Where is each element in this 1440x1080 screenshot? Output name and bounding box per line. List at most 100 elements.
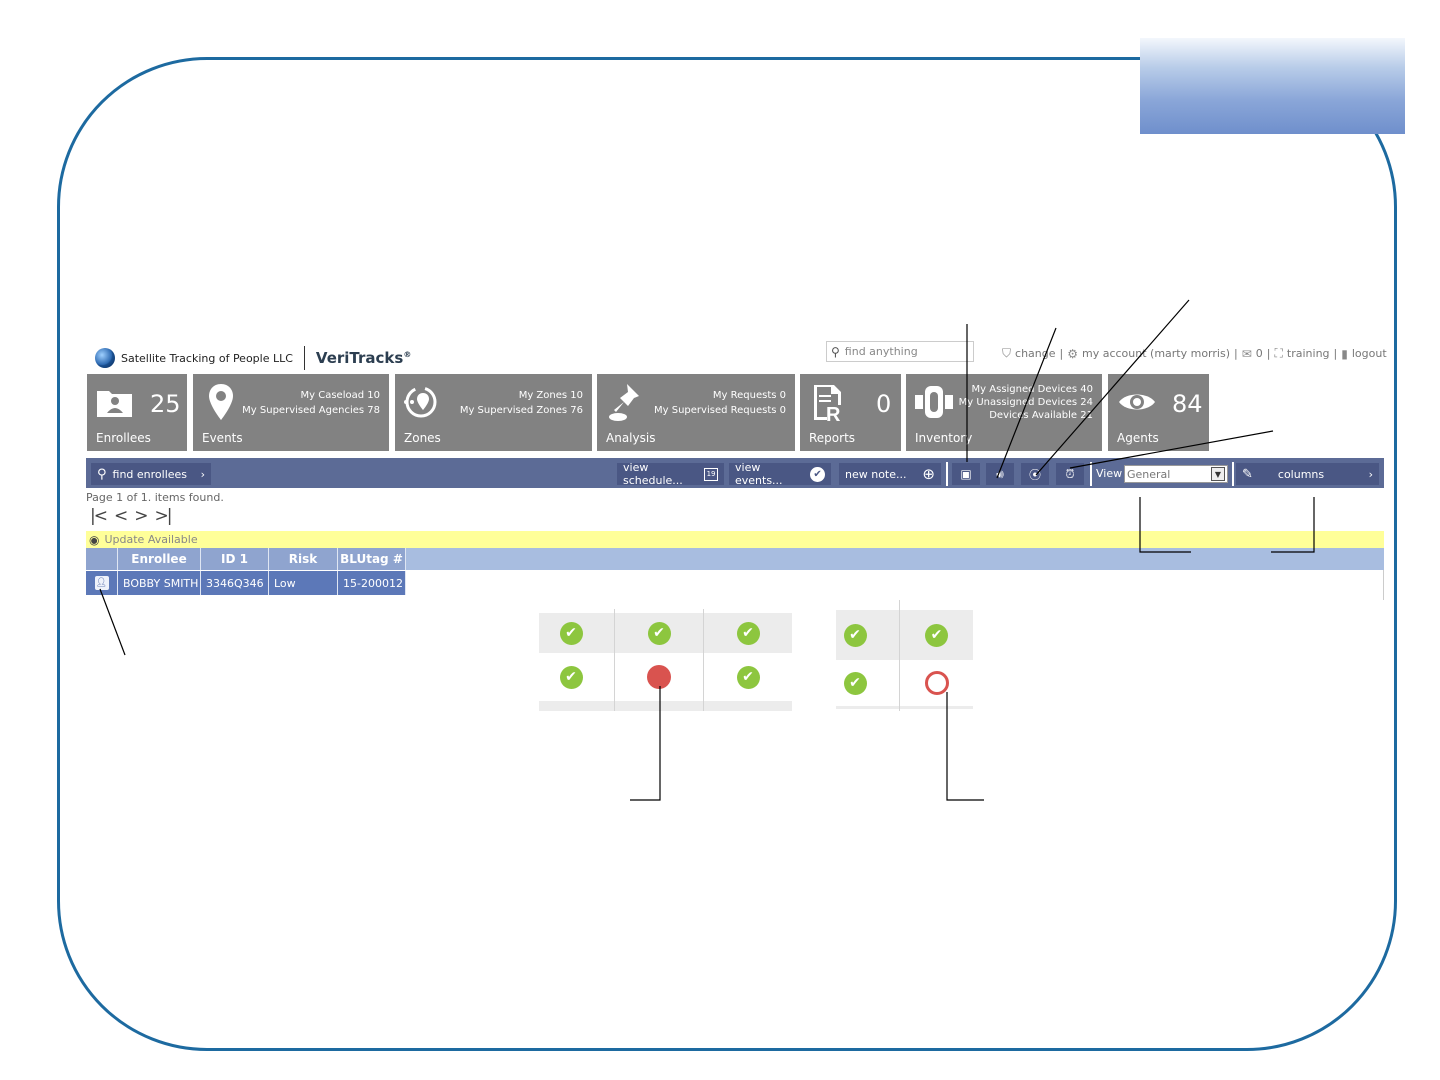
status-cell: ✔ <box>704 653 792 701</box>
cell-risk[interactable]: Low <box>269 571 338 595</box>
analysis-supervised-requests: My Supervised Requests 0 <box>654 405 786 416</box>
events-caseload: My Caseload 10 <box>300 390 380 401</box>
gear-icon: ⚙ <box>1067 346 1078 361</box>
locate-device-icon: ⦿ <box>1028 467 1041 482</box>
status-cell: ✔ <box>836 660 874 706</box>
new-note-button[interactable]: new note... ⊕ <box>839 463 941 485</box>
eye-icon <box>1119 394 1155 410</box>
enrollee-profile-icon: 👤︎ <box>94 576 109 590</box>
device-vibrate-button[interactable]: ▣ <box>952 463 980 485</box>
calendar-icon: 19 <box>704 467 718 481</box>
search-icon: ⚲ <box>831 344 840 359</box>
toolbar-separator <box>946 462 948 486</box>
device-sound-button[interactable]: 🔊︎ <box>986 463 1014 485</box>
prev-page-icon[interactable]: < <box>113 506 128 526</box>
speaker-icon: 🔊︎ <box>996 466 1004 481</box>
events-supervised-agencies: My Supervised Agencies 78 <box>242 405 380 416</box>
company-logo[interactable]: Satellite Tracking of People LLC VeriTra… <box>95 345 411 371</box>
reports-label: Reports <box>809 431 856 445</box>
find-anything-input[interactable]: ⚲ find anything <box>826 341 974 362</box>
status-cell <box>900 660 973 706</box>
refresh-icon: ◉ <box>89 532 100 547</box>
tile-analysis[interactable]: My Requests 0 My Supervised Requests 0 A… <box>597 374 795 451</box>
company-name: Satellite Tracking of People LLC <box>121 351 293 365</box>
report-icon: R <box>814 385 841 423</box>
checkmark-circle-icon: ✔ <box>810 466 825 482</box>
my-account-link[interactable]: my account (marty morris) <box>1081 347 1230 360</box>
cell-blutag[interactable]: 15-200012 <box>338 571 406 595</box>
map-pin-icon <box>209 384 233 420</box>
status-grid-left: ✔ ✔ ✔ ✔ ✔ <box>539 609 792 711</box>
columns-label: columns <box>1277 467 1325 481</box>
logo-divider <box>303 346 305 370</box>
find-anything-placeholder: find anything <box>844 345 918 358</box>
view-schedule-button[interactable]: view schedule... 19 <box>617 461 724 487</box>
inventory-unassigned: My Unassigned Devices 24 <box>958 397 1093 408</box>
ok-check-icon: ✔ <box>736 665 760 689</box>
agents-label: Agents <box>1117 431 1159 445</box>
page-info: Page 1 of 1. items found. <box>86 491 224 504</box>
tile-enrollees[interactable]: 25 Enrollees <box>87 374 187 451</box>
ok-check-icon: ✔ <box>843 623 867 647</box>
cell-id1[interactable]: 3346Q346 <box>201 571 269 595</box>
status-cell: ✔ <box>615 613 703 653</box>
change-link[interactable]: change <box>1015 347 1056 360</box>
status-cell: ✔ <box>704 613 792 653</box>
new-note-label: new note... <box>845 467 907 481</box>
agents-count: 84 <box>1172 390 1203 418</box>
tile-zones[interactable]: My Zones 10 My Supervised Zones 76 Zones <box>395 374 592 451</box>
alert-dot-icon <box>647 665 671 689</box>
cell-enrollee[interactable]: BOBBY SMITH <box>118 571 201 595</box>
zones-my-zones: My Zones 10 <box>518 390 583 401</box>
toolbar-separator <box>1232 462 1234 486</box>
next-page-icon[interactable]: > <box>134 506 148 526</box>
corner-decoration <box>1140 38 1405 134</box>
events-label: Events <box>202 431 243 445</box>
ok-check-icon: ✔ <box>559 621 583 645</box>
first-page-icon[interactable]: |< <box>90 506 108 526</box>
zones-label: Zones <box>404 431 441 445</box>
training-link[interactable]: training <box>1286 347 1330 360</box>
columns-button[interactable]: ✎ columns › <box>1236 463 1379 485</box>
last-page-icon[interactable]: >| <box>154 506 172 526</box>
grid-body <box>86 570 1384 600</box>
mail-icon[interactable]: ✉ <box>1241 346 1252 361</box>
chevron-right-icon: › <box>200 467 205 481</box>
find-enrollees-button[interactable]: ⚲ find enrollees › <box>91 463 211 485</box>
update-available-bar[interactable]: ◉ Update Available <box>86 531 1384 548</box>
tile-events[interactable]: My Caseload 10 My Supervised Agencies 78… <box>193 374 389 451</box>
view-schedule-label: view schedule... <box>623 461 683 487</box>
alert-ring-icon <box>924 671 949 695</box>
view-events-label: view events... <box>735 461 783 487</box>
table-row-icon[interactable]: 👤︎ <box>86 571 118 595</box>
update-available-text: Update Available <box>104 533 198 546</box>
training-icon: ⛶ <box>1274 346 1283 360</box>
zones-icon <box>404 386 437 418</box>
column-header-enrollee[interactable]: Enrollee <box>118 548 201 570</box>
find-enrollees-label: find enrollees <box>112 467 188 481</box>
ok-check-icon: ✔ <box>647 621 671 645</box>
messages-count[interactable]: 0 <box>1255 347 1263 360</box>
zones-supervised: My Supervised Zones 76 <box>459 405 583 416</box>
device-alarm-button[interactable]: ⏰︎ <box>1056 463 1084 485</box>
alarm-clock-icon: ⏰︎ <box>1065 466 1075 481</box>
status-cell: ✔ <box>836 610 874 660</box>
status-cell: ✔ <box>539 613 603 653</box>
product-name: VeriTracks® <box>315 349 412 367</box>
column-header-blutag[interactable]: BLUtag # <box>338 548 406 570</box>
status-cell: ✔ <box>539 653 603 701</box>
analysis-label: Analysis <box>606 431 656 445</box>
analysis-my-requests: My Requests 0 <box>712 390 786 401</box>
view-select[interactable]: General ▼ <box>1124 465 1228 483</box>
tile-reports[interactable]: R 0 Reports <box>800 374 901 451</box>
logout-link[interactable]: logout <box>1351 347 1387 360</box>
pushpin-icon <box>609 384 639 421</box>
enrollees-label: Enrollees <box>96 431 151 445</box>
column-header-id1[interactable]: ID 1 <box>201 548 269 570</box>
enrollee-folder-icon <box>97 391 132 417</box>
column-header-risk[interactable]: Risk <box>269 548 338 570</box>
tile-agents[interactable]: 84 Agents <box>1108 374 1209 451</box>
status-cell: ✔ <box>900 610 973 660</box>
view-events-button[interactable]: view events... ✔ <box>729 461 831 487</box>
